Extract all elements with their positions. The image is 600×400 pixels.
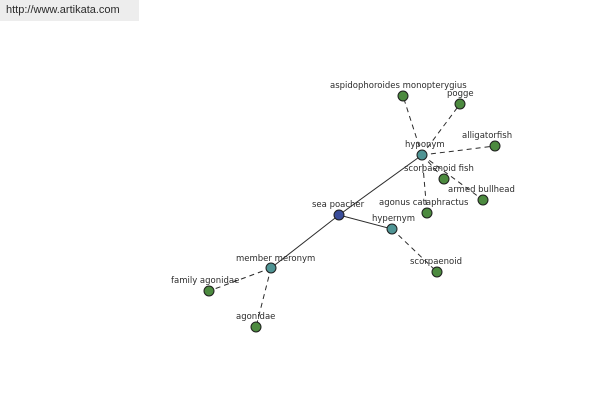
node-agonus-cataphractus[interactable] <box>421 207 433 219</box>
node-label-armed-bullhead: armed bullhead <box>448 185 515 195</box>
edge-member-meronym-to-agonidae <box>255 267 272 328</box>
node-alligatorfish[interactable] <box>489 140 501 152</box>
node-label-hypernym: hypernym <box>372 214 415 224</box>
node-armed-bullhead[interactable] <box>477 194 489 206</box>
node-sea-poacher[interactable] <box>333 209 345 221</box>
node-label-family-agonidae: family agonidae <box>171 276 239 286</box>
edge-hyponym-to-pogge <box>421 103 461 156</box>
node-label-agonidae: agonidae <box>236 312 275 322</box>
edge-hyponym-to-agonus-cataphractus <box>421 154 428 214</box>
edge-hyponym-to-aspidophoroides-monopterygius <box>402 95 423 156</box>
node-family-agonidae[interactable] <box>203 285 215 297</box>
node-label-aspidophoroides-monopterygius: aspidophoroides monopterygius <box>330 81 467 91</box>
edge-hyponym-to-alligatorfish <box>421 145 496 156</box>
node-aspidophoroides-monopterygius[interactable] <box>397 90 409 102</box>
edge-sea-poacher-to-hyponym <box>338 154 423 216</box>
node-label-pogge: pogge <box>447 89 474 99</box>
edge-hyponym-to-armed-bullhead <box>421 154 484 201</box>
graph-labels: sea poacher hyponym hypernym member meronym… <box>171 81 515 322</box>
node-agonidae[interactable] <box>250 321 262 333</box>
edge-sea-poacher-to-member-meronym <box>270 214 340 269</box>
node-hypernym[interactable] <box>386 223 398 235</box>
edge-member-meronym-to-family-agonidae <box>208 267 272 292</box>
node-member-meronym[interactable] <box>265 262 277 274</box>
node-label-sea-poacher: sea poacher <box>312 200 365 210</box>
node-label-scorpaenoid-fish: scorpaenoid fish <box>404 164 474 174</box>
node-label-agonus-cataphractus: agonus cataphractus <box>379 198 469 208</box>
graph-nodes <box>203 90 501 333</box>
node-pogge[interactable] <box>454 98 466 110</box>
node-scorpaenoid[interactable] <box>431 266 443 278</box>
node-label-hyponym: hyponym <box>405 140 445 150</box>
node-hyponym[interactable] <box>416 149 428 161</box>
graph-edges <box>208 95 496 328</box>
watermark-url: http://www.artikata.com <box>0 0 139 21</box>
node-scorpaenoid-fish[interactable] <box>438 173 450 185</box>
node-label-alligatorfish: alligatorfish <box>462 131 512 141</box>
edge-sea-poacher-to-hypernym <box>338 214 393 230</box>
node-label-scorpaenoid: scorpaenoid <box>410 257 462 267</box>
edge-hypernym-to-scorpaenoid <box>391 228 438 273</box>
node-label-member-meronym: member meronym <box>236 254 315 264</box>
